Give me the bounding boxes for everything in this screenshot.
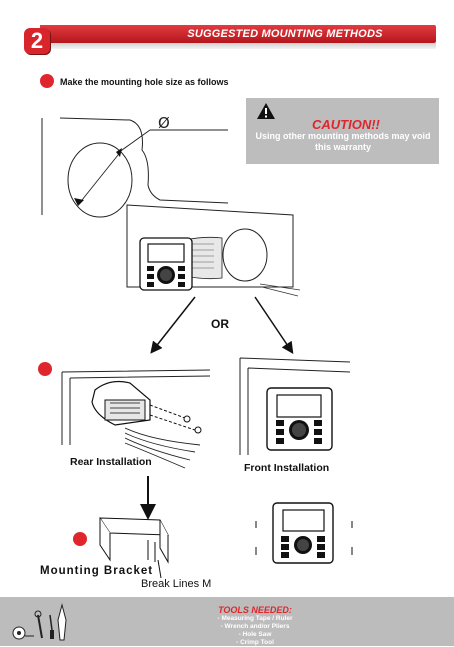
tool-item: - Wrench and/or Pliers bbox=[195, 623, 315, 631]
measuring-tape-icon bbox=[13, 627, 34, 639]
pliers-icon bbox=[58, 605, 66, 640]
tool-item: - Hole Saw bbox=[195, 631, 315, 639]
tool-item: - Measuring Tape / Ruler bbox=[195, 615, 315, 623]
wrench-icon bbox=[35, 611, 42, 638]
screwdriver-icon bbox=[50, 615, 54, 639]
tools-title: TOOLS NEEDED: bbox=[195, 605, 315, 615]
tools-list: - Measuring Tape / Ruler - Wrench and/or… bbox=[195, 615, 315, 647]
